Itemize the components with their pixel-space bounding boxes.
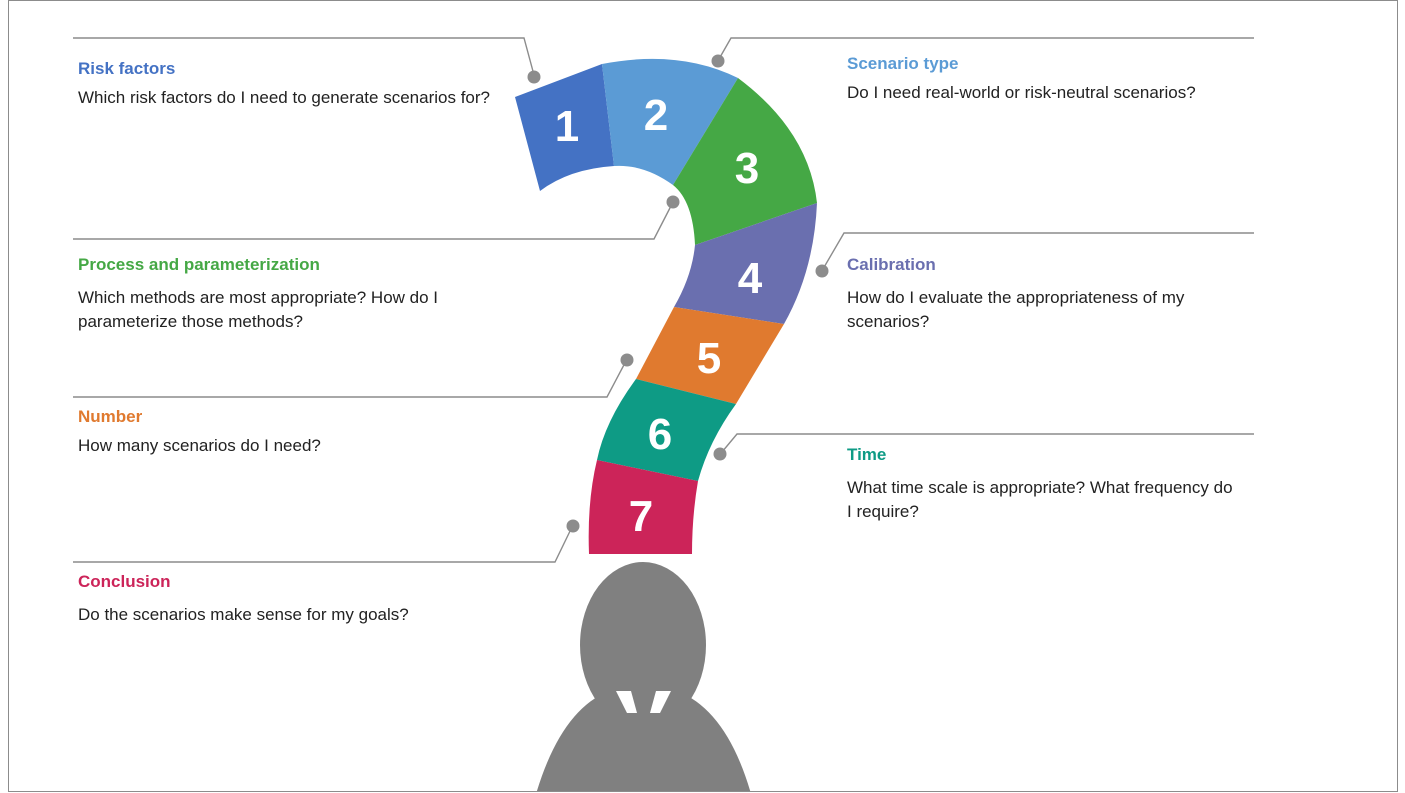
segment-7 [588,460,698,554]
leader-line-2 [718,37,1254,60]
segment-1 [515,64,614,191]
callout-title: Scenario type [847,54,959,73]
person-head [580,562,706,728]
segment-2 [602,58,738,185]
leader-dot-6 [713,447,727,461]
step-number-1: 1 [555,102,579,151]
callout-text: How many scenarios do I need? [78,436,321,455]
question-mark-diagram: 1 2 3 4 5 6 7 [73,37,1254,791]
segment-6 [597,379,736,481]
leader-line-6 [721,433,1254,453]
callout-title: Number [78,407,143,426]
callout-text: Which risk factors do I need to generate… [78,88,490,107]
person-collar-right [650,691,671,713]
callout-title: Conclusion [78,572,171,591]
leader-dot-2 [711,54,725,68]
person-icon [536,562,751,791]
step-number-2: 2 [644,91,668,140]
callout-title: Calibration [847,255,936,274]
callout-risk-factors: Risk factors Which risk factors do I nee… [78,58,518,110]
callout-title: Process and parameterization [78,255,320,274]
callout-scenario-type: Scenario type Do I need real-world or ri… [847,53,1227,105]
leader-line-3 [73,203,673,240]
step-number-6: 6 [648,410,672,459]
step-number-7: 7 [629,492,653,541]
callout-text: What time scale is appropriate? What fre… [847,478,1233,521]
leader-dot-7 [566,519,580,533]
leader-dot-4 [815,264,829,278]
callout-calibration: Calibration How do I evaluate the approp… [847,254,1267,334]
segment-5 [636,307,784,404]
callout-title: Risk factors [78,59,176,78]
callout-number: Number How many scenarios do I need? [78,406,508,458]
callout-text: Do I need real-world or risk-neutral sce… [847,83,1196,102]
callout-time: Time What time scale is appropriate? Wha… [847,444,1237,524]
leader-line-1 [73,37,535,76]
segment-4 [674,203,817,324]
callout-process: Process and parameterization Which metho… [78,254,508,334]
leader-line-4 [822,232,1254,270]
step-number-3: 3 [735,144,759,193]
callout-text: How do I evaluate the appropriateness of… [847,288,1185,331]
callout-text: Do the scenarios make sense for my goals… [78,605,409,624]
segment-3 [673,78,817,245]
callout-conclusion: Conclusion Do the scenarios make sense f… [78,571,468,627]
step-number-5: 5 [697,334,721,383]
leader-dot-3 [666,195,680,209]
callout-title: Time [847,445,887,464]
leader-dot-5 [620,353,634,367]
leader-line-7 [73,526,573,563]
leader-line-5 [73,360,627,398]
leader-dot-1 [527,70,541,84]
person-tie [635,708,652,761]
diagram-frame: 1 2 3 4 5 6 7 [8,0,1398,792]
person-collar-left [616,691,637,713]
callout-text: Which methods are most appropriate? How … [78,288,439,331]
step-number-4: 4 [738,254,763,303]
